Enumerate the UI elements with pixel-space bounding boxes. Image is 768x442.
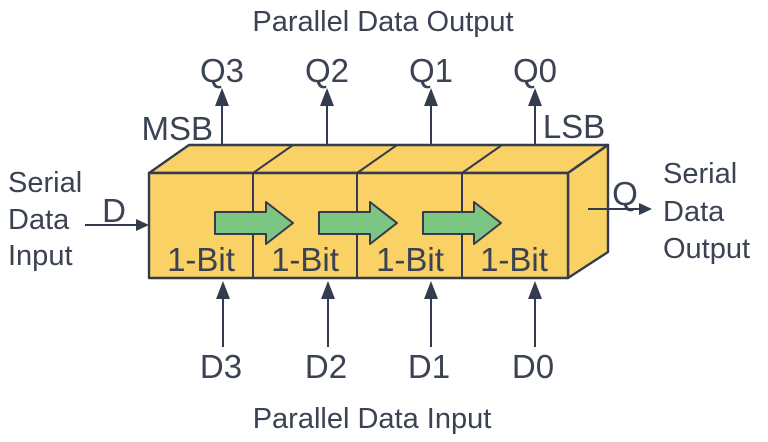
top-face-divider-3 — [461, 144, 503, 174]
lsb-label: LSB — [543, 108, 605, 145]
input-arrow-d2-icon — [321, 281, 335, 347]
parallel-data-input-title: Parallel Data Input — [253, 403, 492, 435]
serial-input-arrow-icon — [85, 219, 149, 231]
pin-label-q0: Q0 — [513, 52, 557, 89]
serial-output-arrow-icon — [588, 203, 652, 215]
input-arrow-d3-icon — [216, 281, 230, 347]
d-pin-label: D — [102, 192, 126, 229]
input-arrow-d1-icon — [424, 281, 438, 347]
pin-label-q3: Q3 — [200, 52, 244, 89]
shift-direction-arrows — [214, 201, 502, 245]
serial-input-line-3: Input — [8, 240, 73, 272]
cell-label-2: 1-Bit — [271, 241, 339, 278]
parallel-input-arrows — [216, 281, 542, 347]
pin-label-q1: Q1 — [409, 52, 453, 89]
msb-label: MSB — [141, 110, 213, 147]
cell-label-3: 1-Bit — [376, 241, 444, 278]
parallel-output-pin-labels: Q3 Q2 Q1 Q0 — [200, 52, 557, 89]
pin-label-d2: D2 — [305, 348, 347, 385]
pin-label-d1: D1 — [408, 348, 450, 385]
pin-label-d3: D3 — [200, 348, 242, 385]
q-pin-label: Q — [612, 175, 638, 212]
serial-output-line-3: Output — [663, 233, 750, 265]
parallel-input-pin-labels: D3 D2 D1 D0 — [200, 348, 554, 385]
serial-output-line-1: Serial — [663, 158, 737, 190]
pin-label-q2: Q2 — [305, 52, 349, 89]
cell-label-1: 1-Bit — [167, 241, 235, 278]
cell-label-4: 1-Bit — [480, 241, 548, 278]
input-arrow-d0-icon — [528, 281, 542, 347]
serial-output-line-2: Data — [663, 196, 725, 228]
top-face-divider-1 — [252, 144, 294, 174]
serial-data-output-block: Q Serial Data Output — [588, 158, 750, 265]
pin-label-d0: D0 — [512, 348, 554, 385]
serial-input-line-1: Serial — [8, 167, 82, 199]
shift-arrow-2-icon — [318, 201, 398, 245]
top-face-divider-2 — [356, 144, 398, 174]
shift-arrow-3-icon — [422, 201, 502, 245]
parallel-data-output-title: Parallel Data Output — [252, 6, 513, 38]
serial-input-line-2: Data — [8, 204, 70, 236]
shift-arrow-1-icon — [214, 201, 294, 245]
serial-data-input-block: Serial Data Input D — [8, 167, 149, 272]
cell-labels: 1-Bit 1-Bit 1-Bit 1-Bit — [167, 241, 548, 278]
